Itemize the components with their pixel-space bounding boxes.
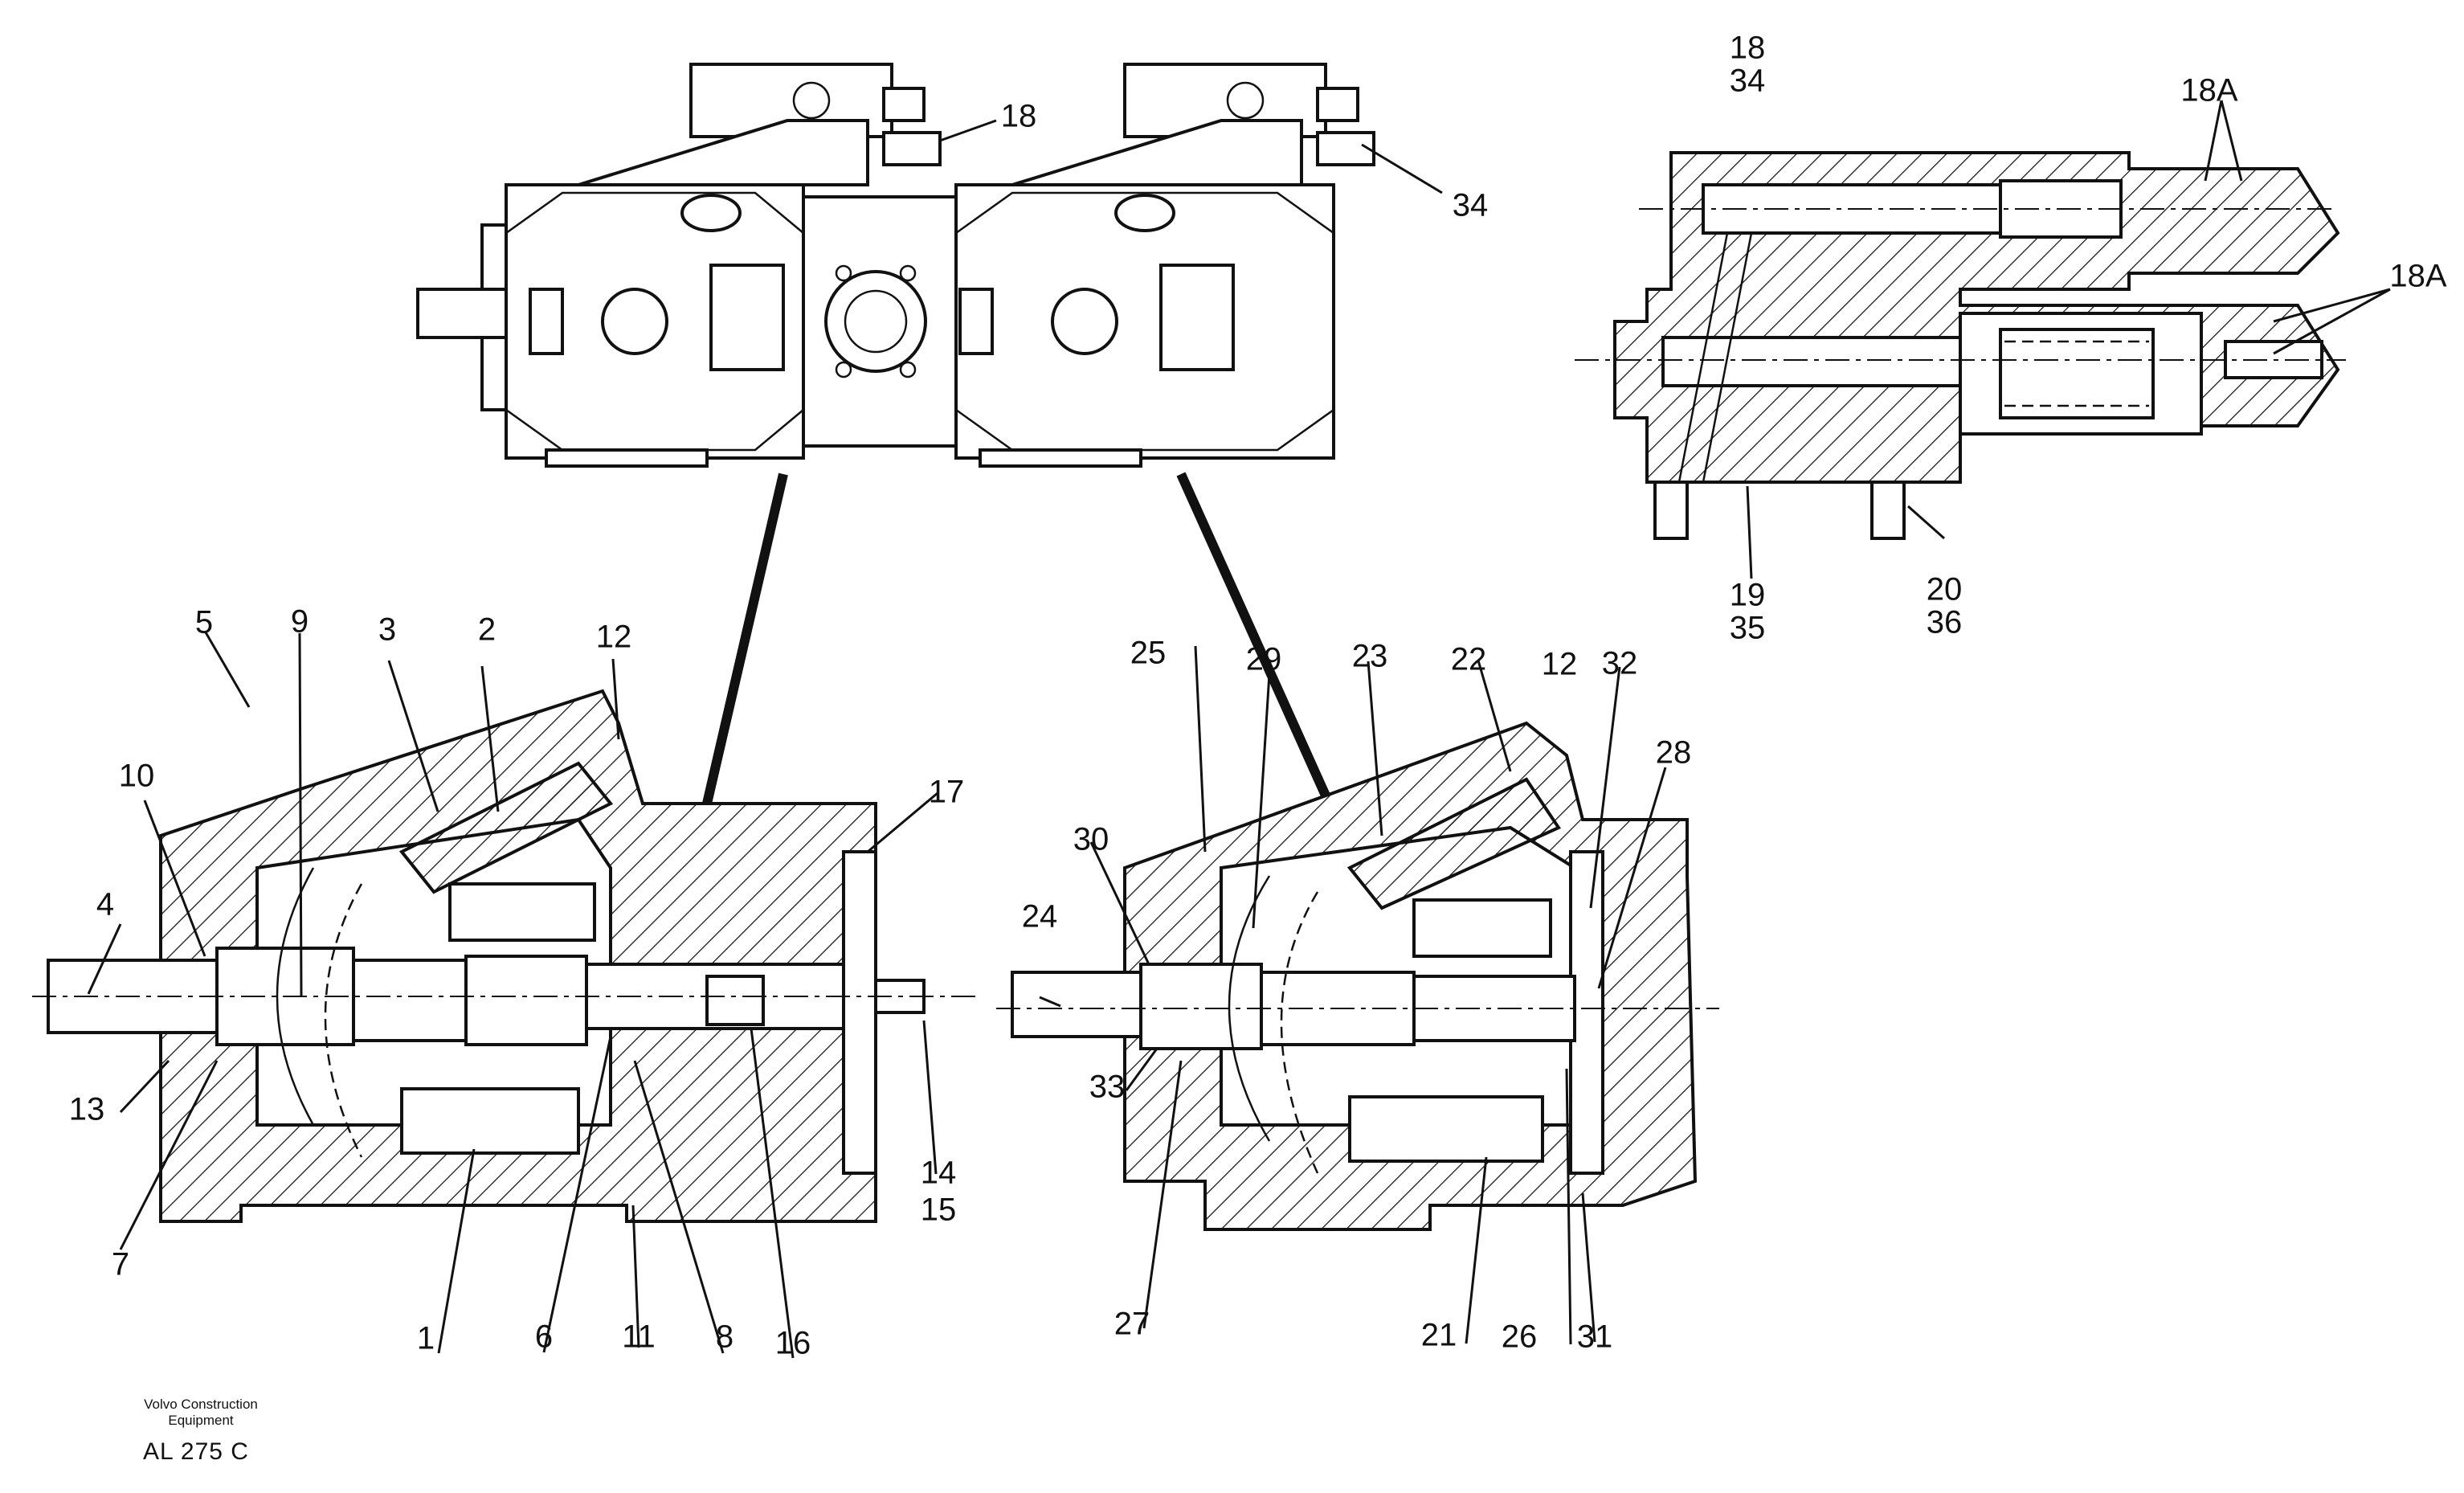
part-callouts: 18 34 18 34 18A 18A 19 35 20 36 1 2 3 4 … [69, 31, 2447, 1361]
callout-7: 7 [112, 1247, 129, 1282]
callout-17: 17 [929, 775, 965, 810]
leader-lines [87, 100, 2391, 1359]
callout-14: 14 [921, 1156, 957, 1191]
callout-33: 33 [1089, 1070, 1126, 1105]
callout-18-top-view: 18 [1001, 99, 1037, 134]
pump-assembly-external-view [416, 63, 1375, 468]
callout-30: 30 [1073, 822, 1109, 857]
control-valve-section-view [1575, 151, 2346, 540]
section-pointer-lines [702, 472, 1330, 805]
callout-10: 10 [119, 759, 155, 794]
callout-31: 31 [1577, 1319, 1613, 1355]
callout-35: 35 [1730, 611, 1766, 646]
callout-12-rear: 12 [1542, 647, 1578, 682]
callout-24: 24 [1022, 899, 1058, 935]
callout-22: 22 [1451, 642, 1487, 677]
manufacturer-name: Volvo Construction Equipment [144, 1397, 258, 1428]
callout-15: 15 [921, 1192, 957, 1228]
callout-16: 16 [775, 1326, 811, 1361]
callout-29: 29 [1246, 642, 1282, 677]
callout-2: 2 [478, 612, 496, 648]
callout-34-valve: 34 [1730, 63, 1766, 99]
callout-36: 36 [1927, 605, 1963, 640]
callout-5: 5 [195, 605, 213, 640]
callout-18A-upper: 18A [2180, 73, 2237, 108]
callout-34-top-view: 34 [1453, 188, 1489, 223]
callout-12-front: 12 [596, 620, 632, 655]
callout-28: 28 [1656, 735, 1692, 771]
callout-26: 26 [1502, 1319, 1538, 1355]
callout-6: 6 [535, 1319, 553, 1355]
callout-18-valve: 18 [1730, 31, 1766, 66]
callout-32: 32 [1602, 646, 1638, 681]
pump-section-front [32, 689, 980, 1223]
callout-11: 11 [622, 1319, 656, 1355]
callout-13: 13 [69, 1092, 105, 1127]
callout-9: 9 [291, 604, 309, 640]
callout-19: 19 [1730, 578, 1766, 613]
callout-20: 20 [1927, 572, 1963, 607]
callout-18A-lower: 18A [2389, 259, 2446, 294]
pump-section-rear [996, 721, 1719, 1231]
callout-27: 27 [1114, 1307, 1150, 1342]
callout-3: 3 [378, 612, 396, 648]
callout-8: 8 [716, 1319, 733, 1355]
callout-4: 4 [96, 887, 114, 922]
callout-25: 25 [1130, 636, 1167, 671]
callout-1: 1 [417, 1321, 435, 1356]
callout-21: 21 [1421, 1318, 1457, 1353]
callout-23: 23 [1352, 639, 1388, 674]
drawing-code: AL 275 C [143, 1438, 249, 1465]
